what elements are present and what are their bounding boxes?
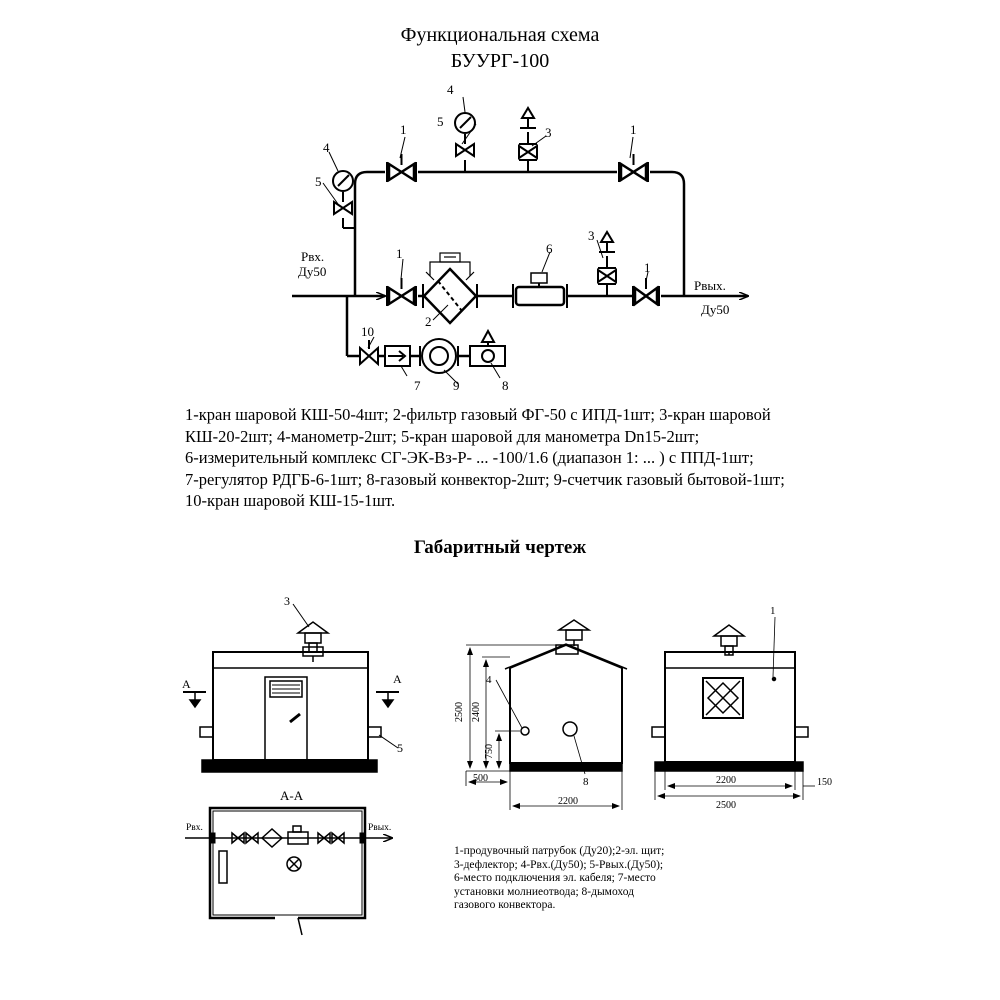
callout-3: 3: [545, 125, 552, 140]
section-inlet-label: Pвх.: [186, 823, 203, 833]
callout-5: 5: [397, 741, 403, 755]
ball-valve-icon: [618, 154, 649, 183]
deflector-icon: [711, 624, 747, 656]
callout-1: 1: [396, 246, 403, 261]
ball-valve-icon: [359, 340, 379, 367]
side-view: [465, 619, 628, 810]
inlet-connection: [520, 726, 530, 736]
section-mark-left: А: [182, 677, 191, 691]
purge-valve-icon: [518, 106, 538, 172]
callout-4: 4: [486, 674, 492, 686]
legend-line: 10-кран шаровой КШ-15-1шт.: [185, 491, 396, 510]
dim-height-2500: 2500: [454, 702, 465, 722]
callout-10: 10: [361, 324, 374, 339]
ball-valve-icon: [386, 278, 417, 307]
callout-8: 8: [502, 378, 509, 393]
dim-width-150: 150: [817, 777, 832, 788]
outlet-dn-label: Ду50: [701, 302, 729, 317]
gas-filter-icon: [422, 252, 478, 325]
callout-4: 4: [447, 82, 454, 97]
dim-width-500: 500: [473, 773, 488, 784]
legend-line: 7-регулятор РДГБ-6-1шт; 8-газовый конвек…: [185, 469, 785, 489]
dim-height-750: 750: [484, 744, 495, 759]
callout-5: 5: [437, 114, 444, 129]
deflector-icon: [295, 621, 331, 662]
back-view-labels: 1 2200 2500 150: [716, 605, 832, 811]
note-line: газового конвектора.: [454, 899, 556, 911]
section-mark-right: А: [393, 672, 402, 686]
note-line: установки молниеотвода; 8-дымоход: [454, 885, 635, 898]
legend-line: КШ-20-2шт; 4-манометр-2шт; 5-кран шарово…: [185, 426, 700, 446]
inlet-dn-label: Ду50: [298, 264, 326, 279]
legend-line: 1-кран шаровой КШ-50-4шт; 2-фильтр газов…: [185, 405, 771, 424]
section-aa-title: А-А: [280, 788, 304, 803]
gas-meter-complex-icon: [512, 272, 568, 308]
section-aa-labels: А-А Pвх. Pвых.: [186, 788, 391, 833]
dimensional-notes: 1-продувочный патрубок (Ду20);2-эл. щит;…: [454, 845, 694, 913]
side-view-labels: 2500 2400 750 500 2200 4 8: [454, 674, 589, 807]
bypass-pipe-left: [353, 170, 385, 296]
manometer-icon: [332, 170, 355, 229]
callout-1: 1: [770, 605, 776, 617]
chimney-outlet: [562, 721, 578, 737]
outlet-pressure-label: Pвых.: [694, 278, 726, 293]
front-view: [183, 603, 399, 773]
note-line: 3-дефлектор; 4-Pвх.(Ду50); 5-Pвых.(Ду50)…: [454, 858, 664, 871]
manometer-icon: [454, 112, 476, 172]
component-legend: 1-кран шаровой КШ-50-4шт; 2-фильтр газов…: [185, 404, 865, 512]
ball-valve-icon: [632, 278, 660, 307]
callout-3: 3: [588, 228, 595, 243]
section-outlet-label: Pвых.: [368, 823, 391, 833]
dim-width-2200: 2200: [558, 796, 578, 807]
gas-convector-icon: [469, 328, 506, 367]
scheme-labels: 1 1 4 5 3 4 5 1 6 3 1 2 10 7 9 8 Pвх. Ду…: [298, 82, 729, 393]
scheme-components: [322, 96, 660, 385]
callout-3: 3: [284, 594, 290, 608]
dim-height-2400: 2400: [471, 702, 482, 722]
callout-4: 4: [323, 140, 330, 155]
callout-9: 9: [453, 378, 460, 393]
legend-line: 6-измерительный комплекс СГ-ЭК-Вз-Р- ...…: [185, 448, 754, 467]
bypass-pipe-right: [650, 170, 686, 296]
callout-5: 5: [315, 174, 322, 189]
callout-1: 1: [630, 122, 637, 137]
note-line: 6-место подключения эл. кабеля; 7-место: [454, 872, 656, 884]
inlet-pressure-label: Pвх.: [301, 249, 324, 264]
section-aa-plan: [185, 806, 392, 936]
back-view: [651, 616, 815, 800]
front-view-labels: А А 3 5: [182, 594, 403, 755]
household-gas-counter-icon: [419, 338, 459, 374]
dimensional-drawing-heading: Габаритный чертеж: [413, 537, 587, 558]
callout-1: 1: [400, 122, 407, 137]
functional-scheme: [292, 170, 748, 358]
callout-7: 7: [414, 378, 421, 393]
gas-regulator-icon: [384, 345, 411, 367]
callout-1: 1: [644, 260, 651, 275]
dim-width-2200: 2200: [716, 775, 736, 786]
dim-width-2500: 2500: [716, 800, 736, 811]
callout-8: 8: [583, 776, 589, 788]
scheme-subtitle: БУУРГ-100: [450, 50, 550, 72]
purge-valve-icon: [597, 230, 617, 296]
callout-2: 2: [425, 314, 432, 329]
scheme-title: Функциональная схема: [400, 24, 600, 46]
ball-valve-icon: [386, 154, 417, 183]
note-line: 1-продувочный патрубок (Ду20);2-эл. щит;: [454, 845, 665, 857]
deflector-icon: [556, 619, 592, 646]
callout-6: 6: [546, 241, 553, 256]
